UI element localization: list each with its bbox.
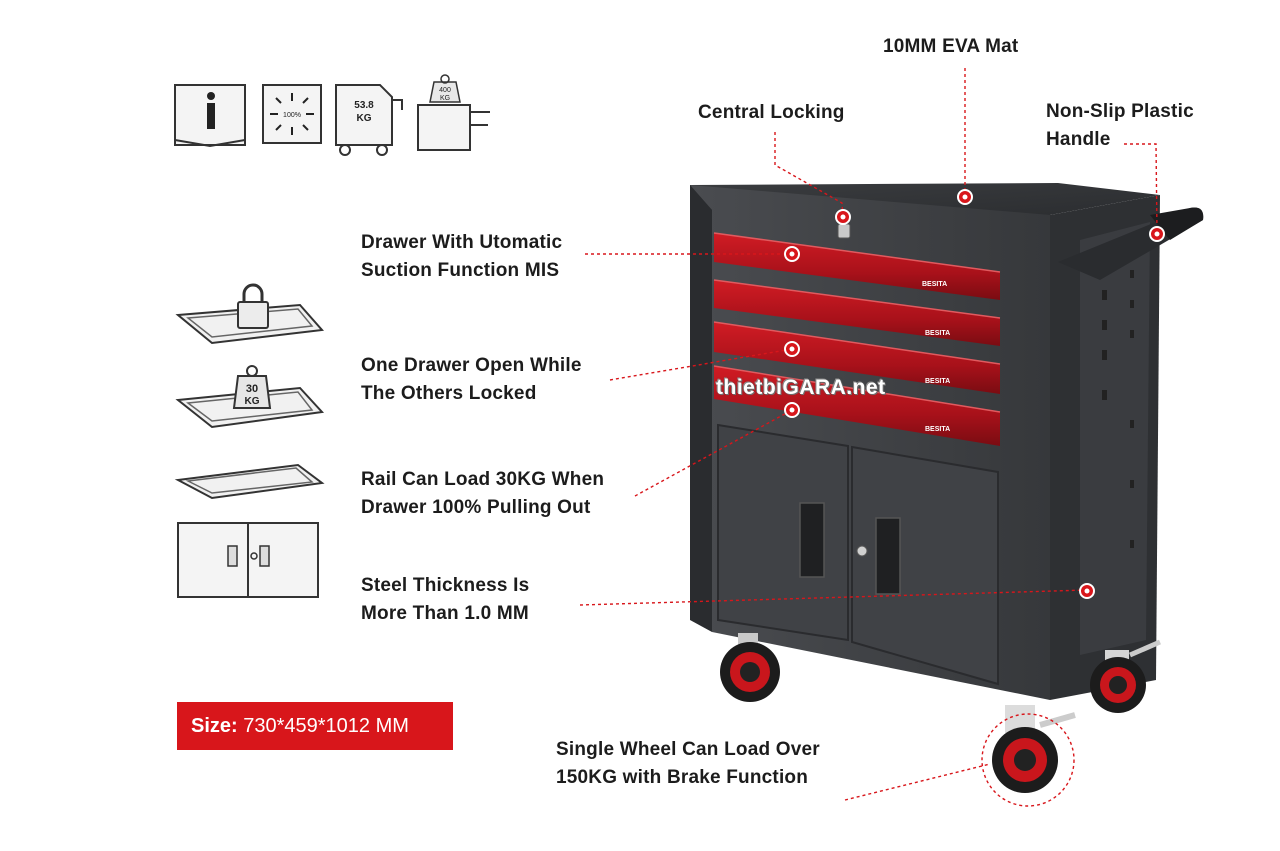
cabinet-door-icon [177,522,319,598]
callout-wheel-line1: Single Wheel Can Load Over [556,739,820,760]
expand-100-icon [262,84,322,144]
callout-central-locking: Central Locking [698,102,845,123]
cart-weight-unit: KG [357,113,372,124]
drawer-3 [713,321,1001,394]
callout-one-open-line2: The Others Locked [361,383,537,404]
load-unit: KG [440,95,450,102]
drawer-4 [713,365,1001,446]
drawer-3-brand: BESITA [925,378,950,385]
expand-percent-text: 100% [283,112,301,119]
callout-eva-mat: 10MM EVA Mat [883,36,1019,57]
callout-handle-line1: Non-Slip Plastic [1046,101,1194,122]
tray-weight-value: 30 [246,383,258,395]
drawer-4-brand: BESITA [925,426,950,433]
tray-weight-unit: KG [245,396,260,407]
callout-one-open-line1: One Drawer Open While [361,355,582,376]
leader-lines [579,68,1158,807]
pull-out-tray-icon [174,463,325,500]
drawer-2 [713,279,1001,346]
caster-rear-right [1090,639,1161,713]
load-value: 400 [439,87,451,94]
locked-tray-icon [175,283,325,345]
size-value: 730*459*1012 MM [243,715,409,737]
size-badge: Size: 730*459*1012 MM [177,702,453,750]
callout-rail-line2: Drawer 100% Pulling Out [361,497,591,518]
callout-suction-line2: Suction Function MIS [361,260,560,281]
callout-wheel-line2: 150KG with Brake Function [556,767,809,788]
max-load-icon [417,74,490,151]
drawer-2-brand: BESITA [925,330,950,337]
callout-steel-line1: Steel Thickness Is [361,575,530,596]
callout-steel-line2: More Than 1.0 MM [361,603,529,624]
manual-info-icon [174,84,246,148]
watermark: thietbiGARA.net [716,376,886,399]
weight-cart-icon [335,84,403,156]
callout-handle-line2: Handle [1046,129,1111,150]
cart-weight-value: 53.8 [354,100,374,111]
callout-rail-line1: Rail Can Load 30KG When [361,469,605,490]
marker-dots [784,189,1165,599]
caster-front-left [720,633,780,702]
drawer-1-brand: BESITA [922,281,947,288]
tool-cabinet [690,183,1204,793]
caster-front-right [992,705,1076,793]
callout-suction-line1: Drawer With Utomatic [361,232,563,253]
size-label: Size: [191,715,238,737]
weight-tray-icon [175,365,325,429]
